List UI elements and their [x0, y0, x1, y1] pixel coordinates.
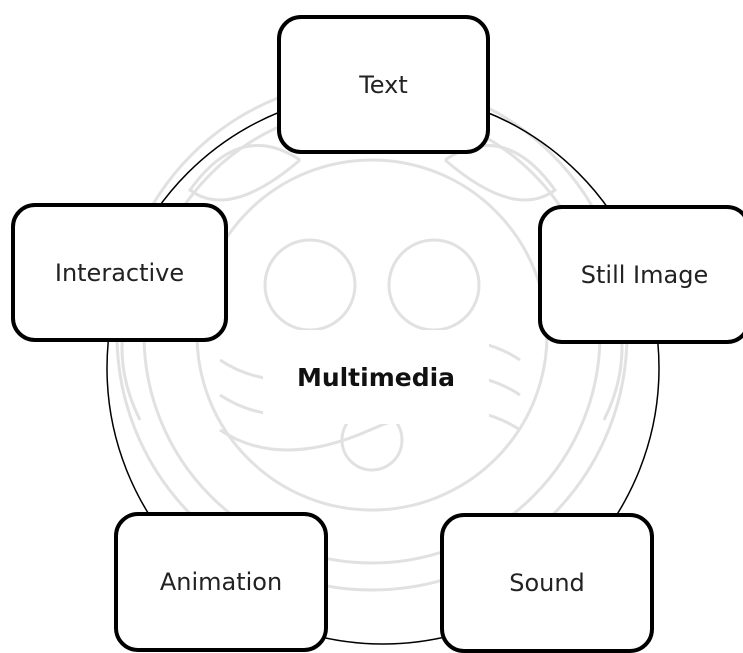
node-interactive: Interactive — [11, 203, 228, 342]
center-label: Multimedia — [263, 330, 489, 424]
node-animation: Animation — [114, 512, 328, 652]
node-sound: Sound — [440, 513, 654, 653]
node-still-image: Still Image — [538, 205, 743, 344]
node-text: Text — [277, 15, 490, 154]
